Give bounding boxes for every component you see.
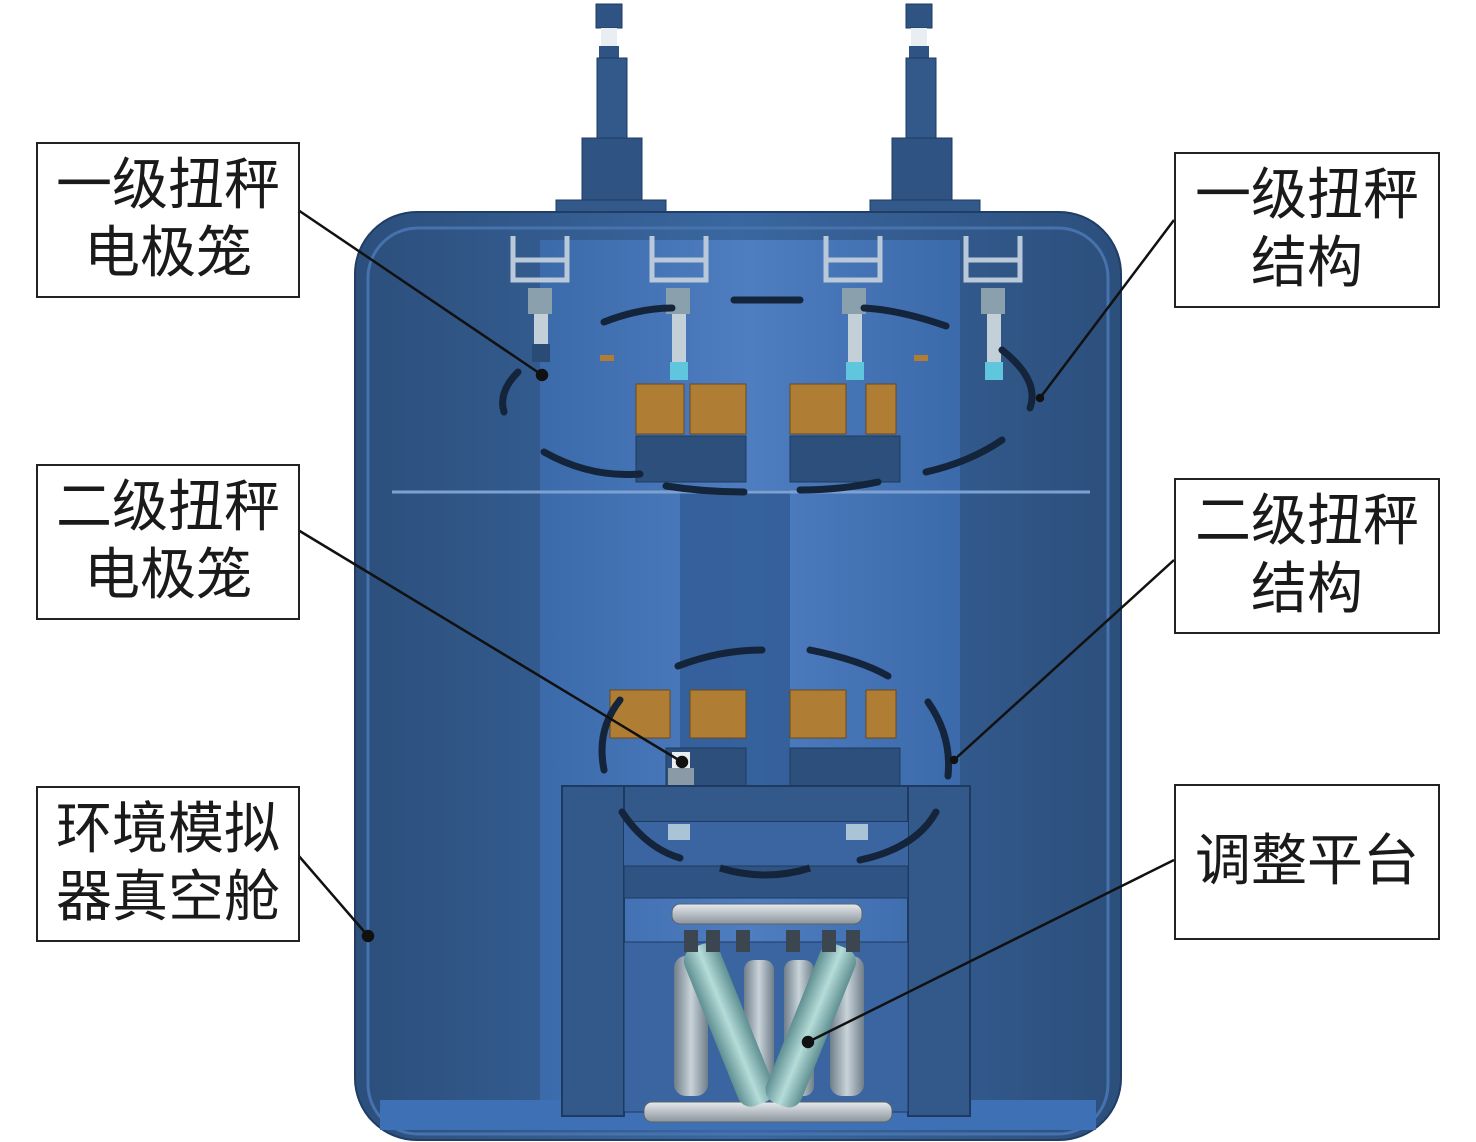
label-vacuum-chamber-line2: 器真空舱 xyxy=(56,865,280,930)
level2-test-masses xyxy=(609,689,901,788)
label-level1-electrode-cage-line2: 电极笼 xyxy=(84,221,252,286)
label-adjustment-platform: 调整平台 xyxy=(1174,784,1440,940)
label-level2-electrode-cage-line1: 二级扭秤 xyxy=(56,475,280,540)
label-level2-structure-line1: 二级扭秤 xyxy=(1195,489,1419,554)
label-level1-electrode-cage: 一级扭秤 电极笼 xyxy=(36,142,300,298)
label-vacuum-chamber: 环境模拟 器真空舱 xyxy=(36,786,300,942)
leader-level2-cage xyxy=(297,528,683,764)
label-level2-electrode-cage: 二级扭秤 电极笼 xyxy=(36,464,300,620)
label-level1-electrode-cage-line1: 一级扭秤 xyxy=(56,153,280,218)
level2-electrode-cage-arcs xyxy=(598,646,953,780)
level1-electrode-cage-arcs xyxy=(499,296,1036,496)
label-level2-electrode-cage-line2: 电极笼 xyxy=(84,543,252,608)
feedthrough-right xyxy=(869,3,981,217)
leader-level1-cage xyxy=(297,208,543,377)
hexapod-platform xyxy=(643,903,893,1123)
platform-arcs xyxy=(618,808,940,864)
label-vacuum-chamber-line1: 环境模拟 xyxy=(56,797,280,862)
label-level1-structure: 一级扭秤 结构 xyxy=(1174,152,1440,308)
feedthrough-left xyxy=(555,3,667,217)
leader-platform xyxy=(807,858,1175,1044)
level1-test-masses xyxy=(635,383,901,483)
leader-level1-struct xyxy=(1039,219,1175,399)
label-level2-structure-line2: 结构 xyxy=(1251,557,1363,622)
leader-chamber xyxy=(297,854,369,937)
leader-lines xyxy=(297,208,1175,1049)
label-level1-structure-line2: 结构 xyxy=(1251,231,1363,296)
leader-level2-struct xyxy=(953,559,1175,761)
level1-hangers xyxy=(510,236,1023,283)
label-level1-structure-line1: 一级扭秤 xyxy=(1195,163,1419,228)
label-level2-structure: 二级扭秤 结构 xyxy=(1174,478,1440,634)
label-adjustment-platform-line1: 调整平台 xyxy=(1195,829,1419,894)
